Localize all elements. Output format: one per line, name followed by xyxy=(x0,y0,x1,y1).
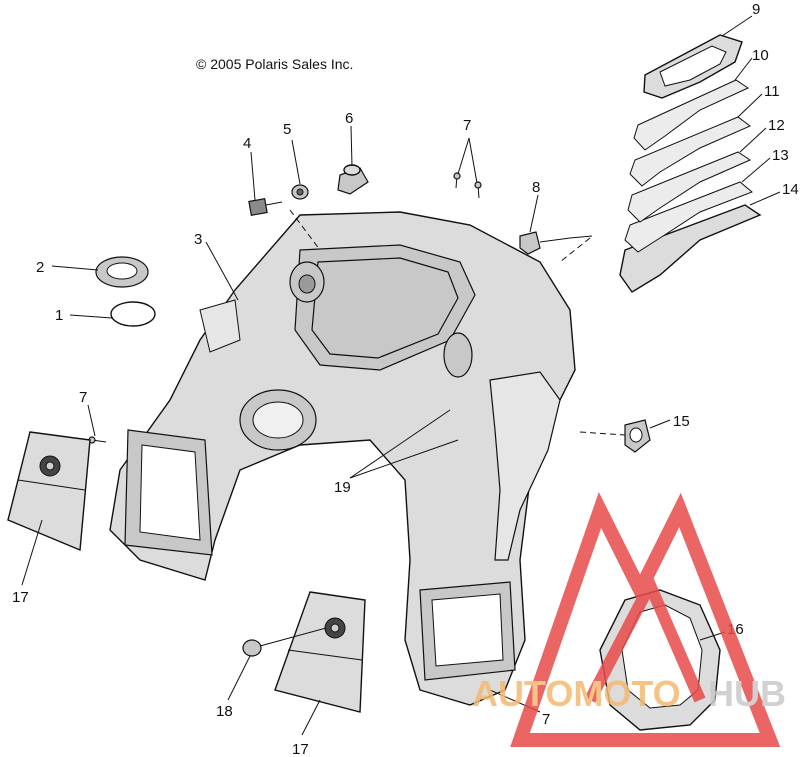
callout-8: 8 xyxy=(532,179,540,196)
part-15-clip xyxy=(624,419,651,453)
part-17-panel-bottom xyxy=(274,591,366,713)
part-5-nut xyxy=(291,184,309,200)
part-2-gasket xyxy=(95,256,149,288)
part-13-lens xyxy=(624,181,753,253)
leader-lines xyxy=(21,15,781,736)
part-18-grommet xyxy=(242,639,262,657)
callout-1: 1 xyxy=(55,307,63,324)
callout-2: 2 xyxy=(36,259,44,276)
callout-10: 10 xyxy=(752,47,769,64)
watermark: AUTOMOTO HUB xyxy=(472,492,786,747)
copyright-text: © 2005 Polaris Sales Inc. xyxy=(196,56,353,72)
part-9-cover xyxy=(643,34,743,99)
part-1-seal-ring xyxy=(110,301,156,327)
part-6-switch xyxy=(337,164,369,195)
watermark-triangle-icon xyxy=(510,492,781,747)
callout-12: 12 xyxy=(768,117,785,134)
callout-15: 15 xyxy=(673,413,690,430)
callout-17-bottom: 17 xyxy=(292,741,309,757)
part-7-screws-top xyxy=(453,172,482,199)
callout-9: 9 xyxy=(752,1,760,18)
callout-14: 14 xyxy=(782,181,799,198)
hood-body xyxy=(109,211,576,706)
callout-6: 6 xyxy=(345,110,353,127)
callout-11: 11 xyxy=(764,83,780,100)
callout-13: 13 xyxy=(772,147,789,164)
part-14-bezel xyxy=(619,204,762,293)
callout-18: 18 xyxy=(216,703,233,720)
lens-stack xyxy=(619,34,762,293)
watermark-text-b: HUB xyxy=(708,673,786,714)
part-4-key xyxy=(248,198,283,216)
watermark-text-a: AUTOMOTO xyxy=(472,673,681,714)
part-7-screw-left xyxy=(88,436,107,444)
callout-4: 4 xyxy=(243,135,251,152)
callout-7-left: 7 xyxy=(79,389,87,406)
callout-17-left: 17 xyxy=(12,589,29,606)
callout-7-top: 7 xyxy=(463,117,471,134)
part-8-connector xyxy=(519,231,593,255)
callout-19: 19 xyxy=(334,479,351,496)
callout-7-bottom: 7 xyxy=(542,711,550,728)
watermark-inner-icon xyxy=(584,571,706,703)
callout-5: 5 xyxy=(283,121,291,138)
part-11-lens xyxy=(629,116,751,187)
part-10-lens xyxy=(633,79,750,151)
callout-3: 3 xyxy=(194,231,202,248)
callout-labels: 1 2 3 4 5 6 7 7 7 7 8 9 10 11 12 13 14 1… xyxy=(12,1,799,757)
part-17-panel-left xyxy=(7,431,91,552)
part-12-lens xyxy=(627,151,752,223)
